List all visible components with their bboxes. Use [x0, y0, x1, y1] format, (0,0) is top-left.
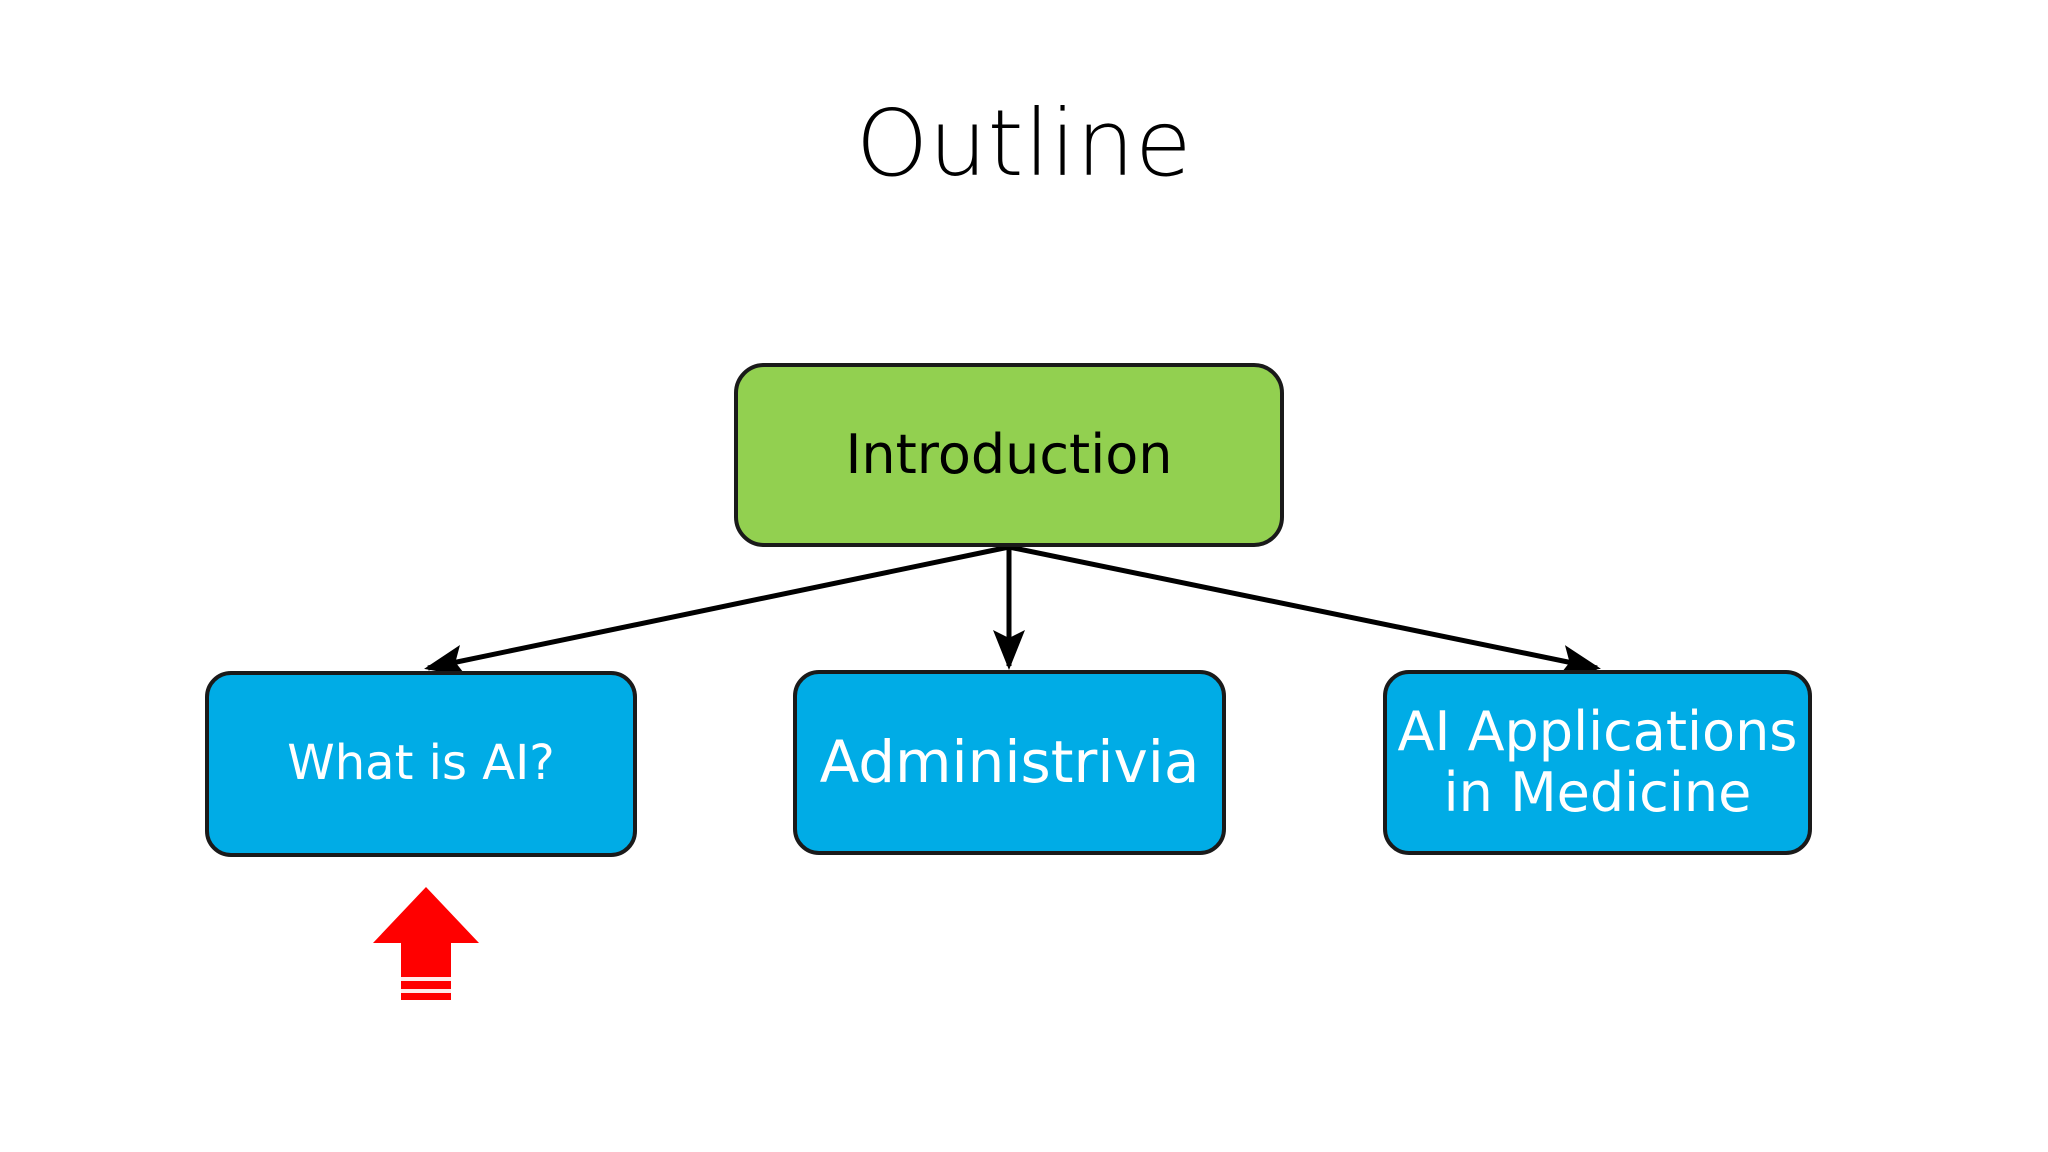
red-arrow-gap-line-2: [401, 989, 451, 993]
diagram-node-what-is-ai[interactable]: What is AI?: [205, 671, 637, 857]
diagram-node-administrivia[interactable]: Administrivia: [793, 670, 1226, 855]
red-up-arrow-icon: [373, 887, 479, 1000]
diagram-node-introduction[interactable]: Introduction: [734, 363, 1284, 547]
diagram-node-ai-applications-in-medicine[interactable]: AI Applications in Medicine: [1383, 670, 1812, 855]
page-title: Outline: [855, 90, 1193, 197]
connector-to-ai-applications: [1008, 544, 1601, 677]
connector-to-what-is-ai: [424, 544, 1010, 677]
red-arrow-head-and-shaft: [373, 887, 479, 1000]
red-arrow-gap-line-1: [401, 977, 451, 981]
